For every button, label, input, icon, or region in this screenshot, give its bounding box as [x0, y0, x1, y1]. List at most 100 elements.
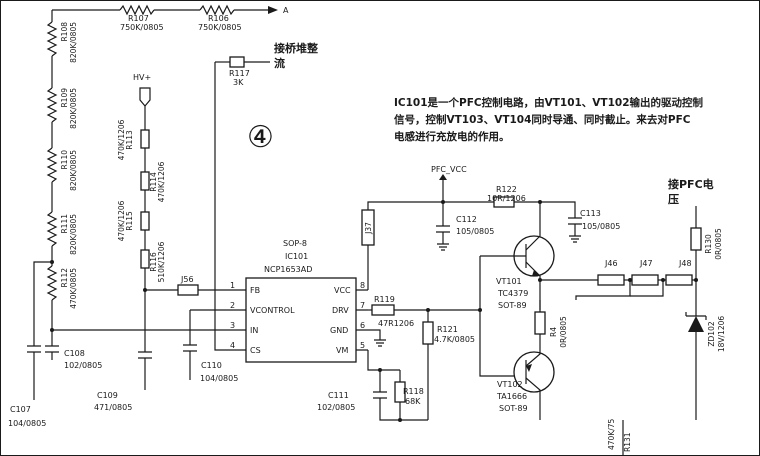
c110-value: 104/0805	[200, 374, 238, 383]
capacitor-c108: C108 102/0805	[45, 345, 102, 370]
j47-ref: J47	[639, 259, 653, 268]
pin-in: IN	[250, 326, 258, 335]
capacitor-c113: C113 105/0805	[538, 200, 620, 243]
r115-ref: R115	[125, 211, 134, 231]
transistor-vt101: VT101 TC4379 SOT-89	[480, 202, 555, 310]
r111-value: 820K/0805	[69, 214, 78, 255]
resistor-r107: R107 750K/0805	[119, 4, 164, 32]
divider-chain	[33, 18, 58, 346]
bottom-cut-ref: R131	[623, 432, 632, 452]
c113-ref: C113	[580, 209, 601, 218]
r107-ref: R107	[128, 14, 149, 23]
bridge-note-line2: 流	[274, 56, 285, 70]
r113-ref: R113	[125, 130, 134, 150]
r106-value: 750K/0805	[198, 23, 242, 32]
zd102-value: 18V/1206	[717, 316, 726, 353]
r115-value: 470K/1206	[117, 200, 126, 241]
c111-value: 102/0805	[317, 403, 355, 412]
r114-value: 470K/1206	[157, 161, 166, 202]
pin3-num: 3	[230, 321, 235, 330]
c112-value: 105/0805	[456, 227, 494, 236]
r106-ref: R106	[208, 14, 229, 23]
pin8-num: 8	[360, 281, 365, 290]
r119-value: 47R1206	[378, 319, 414, 328]
r119-ref: R119	[374, 295, 395, 304]
r107-value: 750K/0805	[120, 23, 164, 32]
r110-ref: R110	[60, 150, 69, 170]
r114-ref: R114	[149, 172, 158, 192]
hv-input: HV+	[133, 73, 178, 352]
jumper-j56: J56	[177, 275, 235, 296]
r118-ref: R118	[403, 387, 424, 396]
c113-value: 105/0805	[582, 222, 620, 231]
note-line2: 信号，控制VT103、VT104同时导通、同时截止。来去对PFC	[394, 113, 691, 126]
j48-ref: J48	[678, 259, 692, 268]
divider-labels: R108 820K/0805 R109 820K/0805 R110 820K/…	[60, 22, 78, 309]
ic101: SOP-8 IC101 NCP1653AD 1 2 3 4 FB VCONTRO…	[230, 239, 368, 363]
r109-ref: R109	[60, 88, 69, 108]
r4-ref: R4	[549, 327, 558, 337]
ic-ref: IC101	[285, 252, 308, 261]
r117-value: 3K	[233, 78, 244, 87]
r122-ref: R122	[496, 185, 517, 194]
output-net: J46 J47 J48	[538, 259, 698, 300]
vt102-ref: VT102	[497, 380, 523, 389]
r112-value: 470K/0805	[69, 268, 78, 309]
capacitor-c109: C109 471/0805	[94, 351, 152, 412]
drv-net: R119 47R1206 R121 4.7K/0805	[368, 256, 526, 420]
bridge-note-line1: 接桥堆整	[274, 41, 318, 55]
r130-ref: R130	[704, 234, 713, 254]
capacitor-c110: C110 104/0805	[183, 310, 238, 383]
c107-ref: C107	[10, 405, 31, 414]
pin2-num: 2	[230, 301, 235, 310]
r116-value: 510K/1206	[157, 241, 166, 282]
pin-cs: CS	[250, 346, 261, 355]
resistor-r106: R106 750K/0805	[198, 4, 242, 32]
c108-value: 102/0805	[64, 361, 102, 370]
r109-value: 820K/0805	[69, 88, 78, 129]
pin6-num: 6	[360, 321, 365, 330]
r121-ref: R121	[437, 325, 458, 334]
explanation-note: IC101是一个PFC控制电路，由VT101、VT102输出的驱动控制 信号，控…	[394, 96, 703, 143]
c112-ref: C112	[456, 215, 477, 224]
zd102-ref: ZD102	[707, 321, 716, 346]
j46-ref: J46	[604, 259, 618, 268]
pfc-inductor-line1: 接PFC电	[668, 177, 714, 191]
resistor-r130: R130 0R/0805	[690, 206, 723, 300]
c108-ref: C108	[64, 349, 85, 358]
pin-drv: DRV	[332, 306, 349, 315]
r111-ref: R111	[60, 214, 69, 234]
r130-value: 0R/0805	[714, 228, 723, 260]
r117-ref: R117	[229, 69, 250, 78]
pin1-num: 1	[230, 281, 235, 290]
r4-value: 0R/0805	[559, 316, 568, 348]
pin-gnd: GND	[330, 326, 348, 335]
c111-ref: C111	[328, 391, 349, 400]
top-feed-line	[51, 6, 278, 18]
pfc-inductor-line2: 压	[668, 192, 679, 206]
r108-ref: R108	[60, 22, 69, 42]
resistor-r122: R122 10R/1206	[493, 185, 517, 208]
r112-ref: R112	[60, 268, 69, 288]
pin-vcontrol: VCONTROL	[250, 306, 295, 315]
vt102-part: TA1666	[496, 392, 527, 401]
note-line3: 电感进行充放电的作用。	[394, 130, 510, 143]
r116-ref: R116	[149, 252, 158, 272]
r121-value: 4.7K/0805	[434, 335, 475, 344]
capacitor-c107: C107 104/0805	[8, 345, 46, 428]
vt102-pkg: SOT-89	[499, 404, 528, 413]
c109-value: 471/0805	[94, 403, 132, 412]
note-line1: IC101是一个PFC控制电路，由VT101、VT102输出的驱动控制	[394, 96, 703, 109]
j37-ref: J37	[364, 222, 373, 235]
r118-value: 68K	[405, 397, 421, 406]
vcc-net: J37 PFC_VCC C112 105/0805	[361, 165, 540, 290]
r122-value-visible: 10R/1206	[487, 194, 526, 203]
vt101-part: TC4379	[497, 289, 528, 298]
pin4-num: 4	[230, 341, 235, 350]
ic-part: NCP1653AD	[264, 265, 312, 274]
pfc-vcc-label: PFC_VCC	[431, 165, 467, 174]
bottom-cut-parts: 470K/75 R131	[607, 418, 632, 456]
vt101-ref: VT101	[496, 277, 522, 286]
bottom-cut-value: 470K/75	[607, 418, 616, 450]
